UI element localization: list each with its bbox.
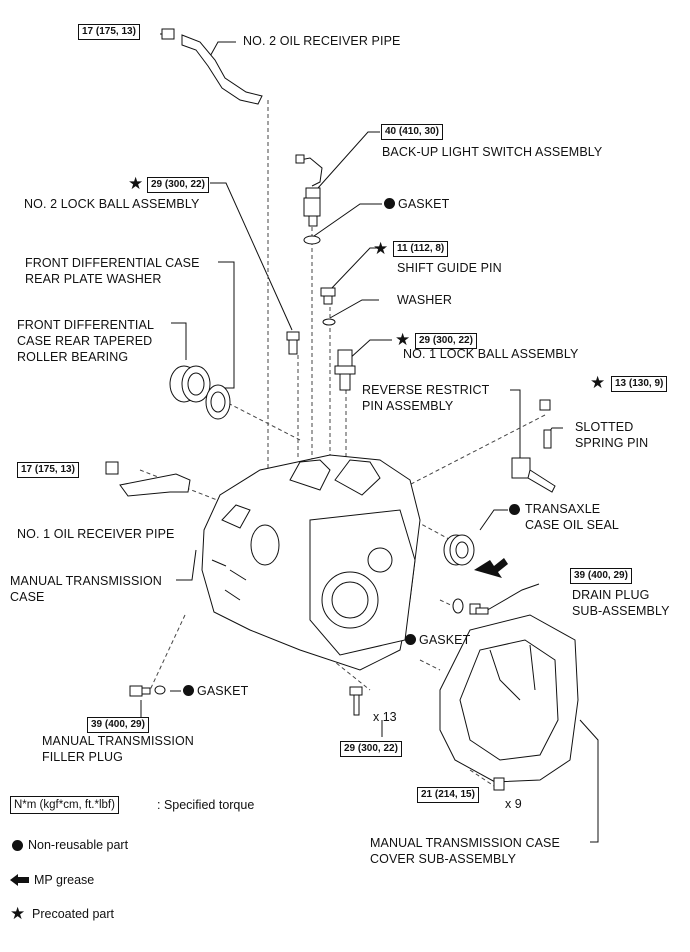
label-no1-lock-ball: NO. 1 LOCK BALL ASSEMBLY	[403, 347, 579, 361]
label-front-diff-bearing-3: ROLLER BEARING	[17, 350, 129, 364]
no2-lock-ball-icon	[286, 331, 300, 355]
legend-torque-key: N*m (kgf*cm, ft.*lbf)	[10, 796, 119, 814]
torque-cover-bolts: 21 (214, 15)	[417, 787, 479, 803]
filler-gasket-icon	[154, 685, 166, 695]
label-front-diff-bearing-2: CASE REAR TAPERED	[17, 334, 153, 348]
case-bolt-icon	[349, 686, 363, 716]
label-filler-plug-2: FILLER PLUG	[42, 750, 123, 764]
no2-oil-receiver-pipe-icon	[161, 28, 263, 105]
label-no1-oil-receiver-pipe: NO. 1 OIL RECEIVER PIPE	[17, 527, 175, 541]
non-reusable-dot-icon	[384, 198, 395, 209]
label-drain-plug-1: DRAIN PLUG	[572, 588, 650, 602]
label-washer: WASHER	[397, 293, 453, 307]
label-shift-guide-pin: SHIFT GUIDE PIN	[397, 261, 502, 275]
transaxle-oil-seal-icon	[443, 534, 475, 566]
reverse-restrict-pin-icon	[511, 457, 556, 493]
no1-lock-ball-icon	[334, 349, 356, 391]
label-manual-trans-case-2: CASE	[10, 590, 45, 604]
label-case-cover-1: MANUAL TRANSMISSION CASE	[370, 836, 560, 850]
drain-plug-icon	[469, 603, 489, 615]
case-cover-icon	[439, 614, 579, 783]
legend-dot-icon	[12, 840, 23, 851]
legend-nonreusable: Non-reusable part	[28, 838, 129, 852]
label-slotted-spring-1: SLOTTED	[575, 420, 634, 434]
label-gasket-drain: GASKET	[419, 633, 471, 647]
non-reusable-dot-icon	[405, 634, 416, 645]
label-drain-plug-2: SUB-ASSEMBLY	[572, 604, 670, 618]
filler-plug-icon	[129, 685, 151, 697]
label-transaxle-seal-2: CASE OIL SEAL	[525, 518, 619, 532]
transmission-case-icon	[201, 454, 421, 671]
backup-light-switch-icon	[295, 154, 323, 227]
precoated-star-icon: ★	[128, 174, 144, 193]
label-gasket-filler: GASKET	[197, 684, 249, 698]
legend-star-icon: ★	[10, 904, 26, 923]
torque-backup-switch: 40 (410, 30)	[381, 124, 443, 140]
label-no2-oil-receiver-pipe: NO. 2 OIL RECEIVER PIPE	[243, 34, 401, 48]
label-case-cover-2: COVER SUB-ASSEMBLY	[370, 852, 517, 866]
torque-spring-pin: 13 (130, 9)	[611, 376, 668, 392]
torque-case-bolts: 29 (300, 22)	[340, 741, 402, 757]
label-filler-plug-1: MANUAL TRANSMISSION	[42, 734, 194, 748]
label-reverse-restrict-2: PIN ASSEMBLY	[362, 399, 454, 413]
label-slotted-spring-2: SPRING PIN	[575, 436, 649, 450]
precoated-star-icon: ★	[395, 330, 411, 349]
non-reusable-dot-icon	[183, 685, 194, 696]
torque-drain-plug: 39 (400, 29)	[570, 568, 632, 584]
precoated-star-icon: ★	[373, 239, 389, 258]
torque-no1-pipe: 17 (175, 13)	[17, 462, 79, 478]
mp-grease-arrow-icon	[474, 558, 508, 578]
case-bolt-quantity: x 13	[373, 710, 397, 724]
label-gasket-top: GASKET	[398, 197, 450, 211]
legend-arrow-icon	[10, 874, 29, 886]
gasket-icon	[303, 235, 321, 245]
rear-plate-washer-icon	[205, 384, 231, 420]
torque-no2-lock-ball: 29 (300, 22)	[147, 177, 209, 193]
precoated-star-icon: ★	[590, 373, 606, 392]
legend-precoated: Precoated part	[32, 907, 114, 921]
label-reverse-restrict-1: REVERSE RESTRICT	[362, 383, 490, 397]
label-front-diff-washer-1: FRONT DIFFERENTIAL CASE	[25, 256, 200, 270]
torque-filler-plug: 39 (400, 29)	[87, 717, 149, 733]
no1-oil-receiver-pipe-icon	[105, 461, 191, 497]
label-front-diff-washer-2: REAR PLATE WASHER	[25, 272, 162, 286]
roller-bearing-icon	[169, 365, 211, 403]
label-backup-light-switch: BACK-UP LIGHT SWITCH ASSEMBLY	[382, 145, 603, 159]
legend-grease: MP grease	[34, 873, 95, 887]
cover-bolt-icon	[493, 777, 505, 791]
torque-no2-pipe: 17 (175, 13)	[78, 24, 140, 40]
torque-no1-lock-ball: 29 (300, 22)	[415, 333, 477, 349]
drain-gasket-icon	[452, 598, 464, 614]
shift-guide-pin-icon	[320, 287, 336, 305]
torque-shift-guide-pin: 11 (112, 8)	[393, 241, 449, 257]
cover-bolt-quantity: x 9	[505, 797, 522, 811]
label-no2-lock-ball: NO. 2 LOCK BALL ASSEMBLY	[24, 197, 200, 211]
slotted-spring-pin-icon	[539, 399, 552, 449]
non-reusable-dot-icon	[509, 504, 520, 515]
label-manual-trans-case-1: MANUAL TRANSMISSION	[10, 574, 162, 588]
label-front-diff-bearing-1: FRONT DIFFERENTIAL	[17, 318, 154, 332]
label-transaxle-seal-1: TRANSAXLE	[525, 502, 601, 516]
washer-icon	[322, 318, 336, 326]
legend-torque-text: : Specified torque	[157, 798, 255, 812]
